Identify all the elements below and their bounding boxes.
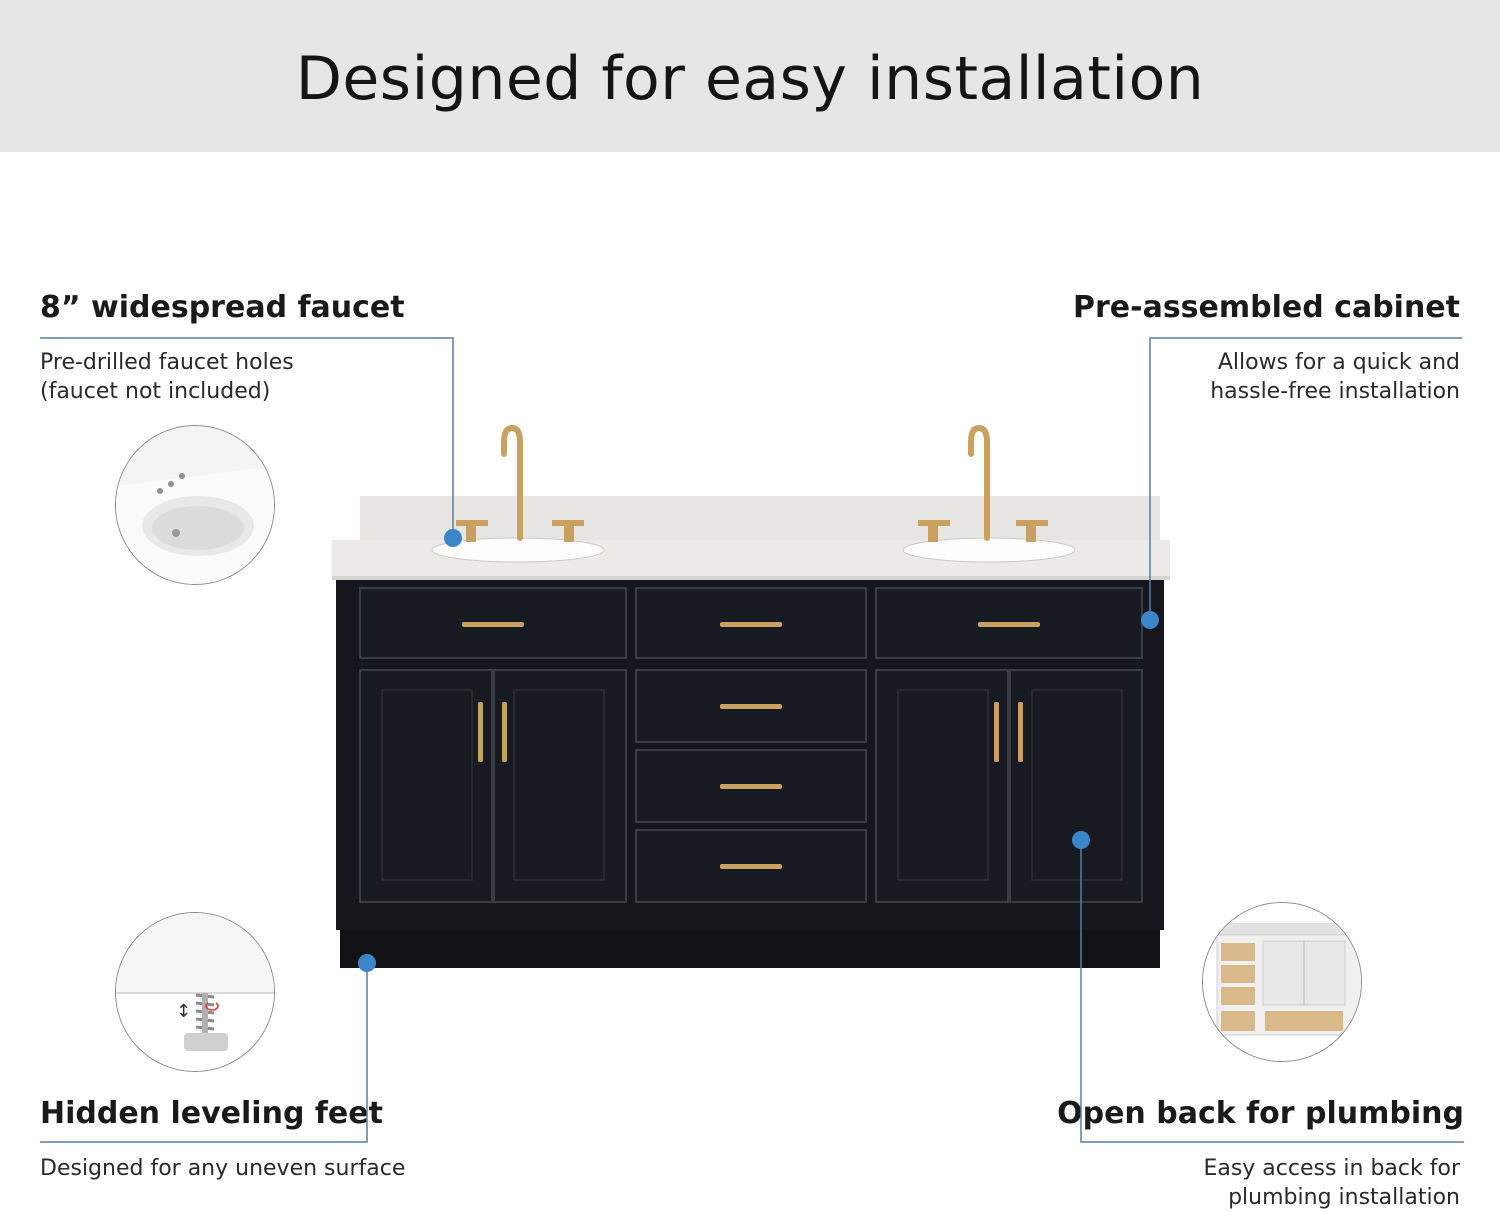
top-left-drawer	[359, 587, 627, 659]
toe-kick	[340, 930, 1160, 968]
left-sink	[431, 537, 605, 563]
svg-text:↕: ↕	[176, 1001, 191, 1022]
center-drawer-1	[635, 669, 867, 743]
page-title: Designed for easy installation	[295, 44, 1205, 114]
plumbing-feature-title: Open back for plumbing	[1057, 1096, 1464, 1131]
header-banner: Designed for easy installation	[0, 0, 1500, 152]
sink-closeup-icon	[115, 425, 275, 585]
left-faucet	[501, 424, 523, 541]
cabinet-feature-title: Pre-assembled cabinet	[1073, 290, 1460, 325]
vanity-illustration	[332, 424, 1170, 968]
left-faucet-handles	[456, 520, 584, 542]
cabinet-hardware	[462, 622, 1040, 869]
feet-feature-title: Hidden leveling feet	[40, 1096, 383, 1131]
cabinet-feature-description: Allows for a quick and hassle-free insta…	[1210, 350, 1460, 404]
right-faucet-handles	[918, 520, 1048, 542]
feet-feature-description: Designed for any uneven surface	[40, 1156, 406, 1181]
plumbing-feature-description: Easy access in back for plumbing install…	[1203, 1156, 1460, 1210]
faucet-feature-title: 8” widespread faucet	[40, 290, 405, 325]
right-faucet	[968, 424, 990, 541]
open-back-cabinet-icon	[1202, 902, 1362, 1062]
faucet-feature-description: Pre-drilled faucet holes (faucet not inc…	[40, 350, 294, 404]
leveling-foot-icon: ↕	[115, 912, 275, 1072]
